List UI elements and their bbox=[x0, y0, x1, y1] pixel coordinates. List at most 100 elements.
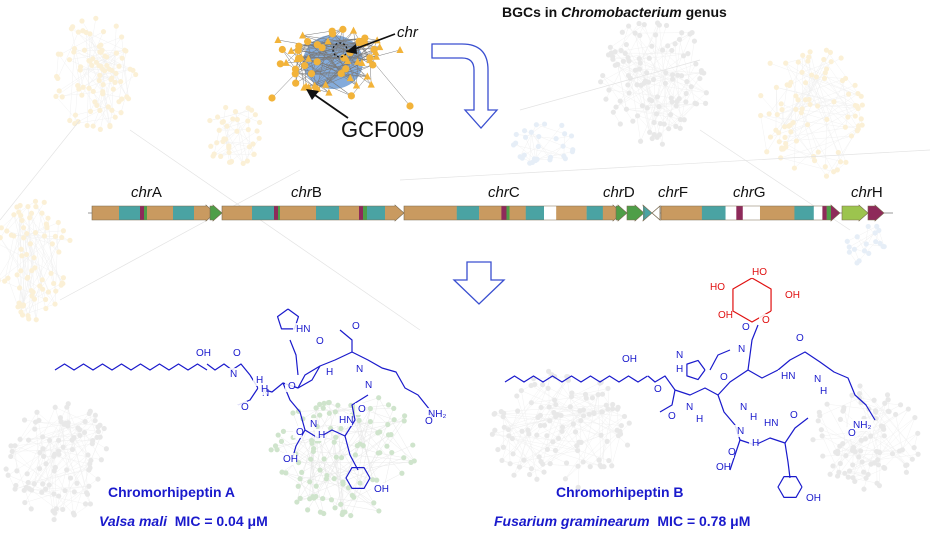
network-node bbox=[219, 119, 225, 125]
atom-label-bg bbox=[651, 383, 660, 395]
network-edge bbox=[808, 51, 811, 100]
network-edge bbox=[781, 107, 858, 150]
network-node bbox=[245, 105, 251, 111]
network-edge bbox=[839, 446, 875, 464]
network-node bbox=[32, 230, 39, 236]
network-edge bbox=[878, 449, 903, 453]
network-node bbox=[519, 155, 525, 161]
network-node bbox=[862, 436, 869, 442]
network-edge bbox=[228, 145, 244, 164]
network-edge bbox=[672, 74, 707, 93]
network-node bbox=[654, 134, 660, 140]
network-node bbox=[317, 467, 323, 473]
network-node bbox=[61, 421, 67, 427]
network-edge bbox=[39, 437, 98, 453]
network-edge bbox=[672, 74, 680, 99]
network-edge bbox=[369, 57, 411, 107]
network-edge bbox=[547, 415, 562, 450]
network-node bbox=[82, 501, 89, 507]
atom-label: OH bbox=[718, 310, 733, 321]
gene-domain-block bbox=[759, 206, 795, 220]
network-edge bbox=[271, 73, 296, 99]
network-edge bbox=[513, 144, 564, 157]
network-edge bbox=[620, 25, 629, 51]
network-node bbox=[292, 79, 300, 87]
network-edge bbox=[555, 392, 573, 417]
network-edge bbox=[5, 468, 16, 490]
network-edge bbox=[531, 132, 536, 161]
network-node bbox=[807, 101, 813, 108]
network-node bbox=[868, 461, 874, 467]
network-node bbox=[325, 400, 332, 406]
network-node bbox=[58, 51, 64, 57]
atom-label: O bbox=[720, 372, 728, 383]
network-node bbox=[24, 230, 30, 237]
network-node bbox=[391, 417, 397, 423]
network-node bbox=[559, 424, 566, 430]
down-arrow bbox=[452, 261, 506, 305]
network-node bbox=[76, 86, 82, 92]
network-edge bbox=[615, 65, 654, 80]
network-edge bbox=[586, 398, 595, 413]
atom-label-bg bbox=[227, 368, 236, 380]
network-edge bbox=[492, 434, 582, 443]
atom-label: OH bbox=[196, 348, 211, 359]
network-node bbox=[610, 56, 616, 62]
network-edge bbox=[62, 478, 71, 510]
network-edge bbox=[58, 54, 111, 126]
network-node bbox=[776, 130, 782, 136]
network-edge bbox=[89, 33, 116, 83]
network-node bbox=[537, 412, 544, 419]
network-node bbox=[541, 469, 547, 475]
network-edge bbox=[325, 84, 352, 97]
network-node bbox=[764, 149, 770, 155]
network-node bbox=[843, 159, 849, 165]
network-node bbox=[603, 96, 609, 102]
network-node bbox=[510, 451, 516, 457]
network-edge bbox=[627, 32, 693, 86]
network-edge bbox=[599, 441, 608, 466]
network-node bbox=[681, 117, 687, 123]
network-node bbox=[214, 140, 220, 146]
network-node bbox=[800, 52, 806, 59]
network-edge bbox=[895, 414, 903, 450]
network-edge bbox=[399, 149, 931, 181]
network-edge bbox=[612, 23, 640, 57]
network-node bbox=[234, 128, 240, 134]
atom-label: O bbox=[796, 333, 804, 344]
network-node bbox=[32, 198, 39, 204]
network-edge bbox=[512, 431, 523, 454]
network-node bbox=[310, 448, 316, 455]
network-node bbox=[698, 69, 705, 75]
network-node bbox=[56, 451, 62, 458]
network-node bbox=[578, 439, 584, 446]
network-node bbox=[790, 120, 796, 126]
network-node bbox=[610, 54, 616, 60]
network-node bbox=[96, 43, 102, 50]
network-node bbox=[65, 420, 71, 426]
gene-domain-block bbox=[210, 206, 214, 220]
network-node bbox=[562, 156, 568, 162]
network-node bbox=[33, 204, 39, 210]
network-node bbox=[634, 113, 641, 119]
network-node bbox=[780, 146, 787, 152]
network-edge bbox=[59, 169, 301, 301]
network-edge bbox=[549, 409, 584, 464]
network-edge bbox=[20, 435, 80, 440]
background-network-cluster bbox=[207, 104, 263, 166]
network-edge bbox=[848, 476, 878, 484]
network-edge bbox=[512, 438, 567, 464]
network-edge bbox=[84, 49, 126, 52]
network-node bbox=[291, 70, 299, 78]
network-node bbox=[546, 404, 552, 410]
atom-label: N bbox=[356, 364, 363, 375]
network-node bbox=[83, 490, 90, 496]
network-edge bbox=[540, 425, 559, 439]
network-edge bbox=[645, 80, 649, 83]
network-node bbox=[779, 145, 785, 151]
network-edge bbox=[213, 147, 229, 157]
network-edge bbox=[902, 417, 916, 450]
network-edge bbox=[0, 236, 56, 280]
network-node bbox=[295, 483, 301, 489]
network-node bbox=[332, 505, 338, 511]
